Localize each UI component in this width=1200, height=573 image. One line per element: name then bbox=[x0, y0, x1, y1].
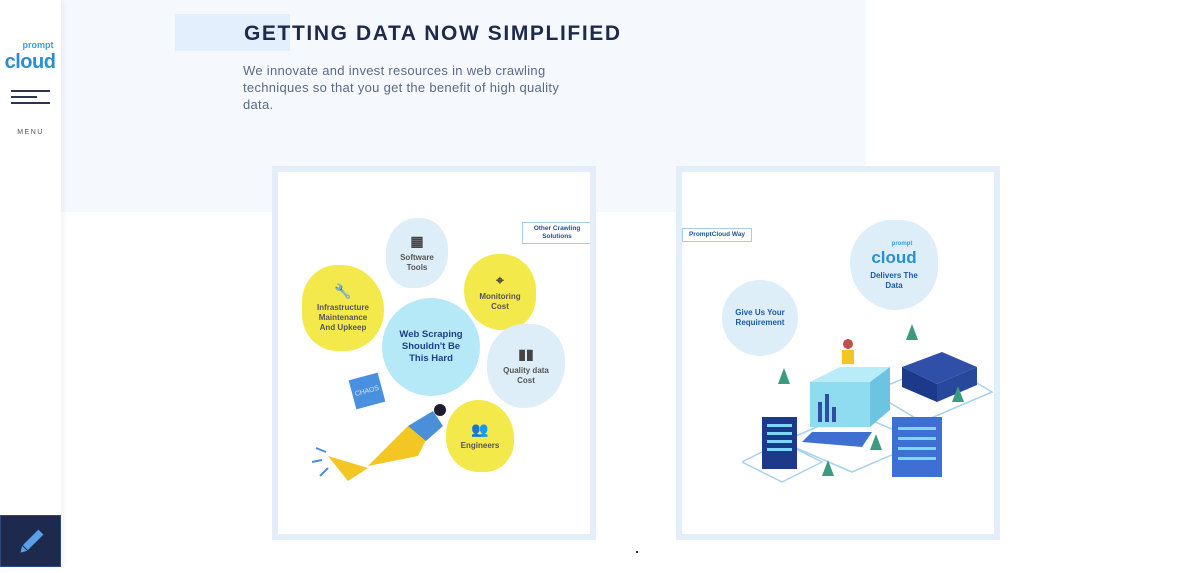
decorative-dot bbox=[636, 551, 638, 553]
promptcloud-way-card: PromptCloud Way prompt cloud Delivers Th… bbox=[676, 166, 1000, 540]
bubble-infrastructure: 🔧Infrastructure Maintenance And Upkeep bbox=[302, 265, 384, 351]
crosshair-icon: ⌖ bbox=[496, 272, 504, 288]
people-icon: 👥 bbox=[471, 421, 489, 437]
promptcloud-way-tag: PromptCloud Way bbox=[682, 228, 752, 242]
chip-icon: ▦ bbox=[410, 233, 424, 249]
tree-icon bbox=[822, 460, 834, 476]
bubble-delivers-data: prompt cloud Delivers The Data bbox=[850, 220, 938, 310]
other-crawling-solutions-tag: Other Crawling Solutions bbox=[522, 222, 590, 244]
menu-label[interactable]: MENU bbox=[17, 129, 44, 136]
hamburger-menu-icon[interactable] bbox=[11, 90, 50, 106]
isometric-buildings-illustration bbox=[742, 339, 994, 483]
bubble-monitoring-cost: ⌖Monitoring Cost bbox=[464, 254, 536, 330]
bubble-engineers: 👥Engineers bbox=[446, 400, 514, 472]
tree-icon bbox=[952, 386, 964, 402]
bubble-quality-data-cost: ▮▮Quality data Cost bbox=[487, 324, 565, 408]
bubble-give-requirement: Give Us Your Requirement bbox=[722, 280, 798, 356]
tree-icon bbox=[778, 368, 790, 384]
title-highlight bbox=[175, 14, 290, 51]
wrench-icon: 🔧 bbox=[334, 283, 352, 299]
page-title: GETTING DATA NOW SIMPLIFIED bbox=[244, 22, 622, 45]
falling-person-illustration bbox=[311, 404, 446, 481]
tree-icon bbox=[870, 434, 882, 450]
bubble-software-tools: ▦Software Tools bbox=[386, 218, 448, 288]
center-bubble: Web Scraping Shouldn't Be This Hard bbox=[382, 298, 480, 396]
promptcloud-logo: cloud bbox=[871, 247, 917, 267]
sidebar: prompt cloud MENU bbox=[0, 0, 61, 567]
promptcloud-logo[interactable]: prompt cloud bbox=[4, 40, 56, 73]
pencil-icon bbox=[20, 529, 44, 553]
bar-chart-icon: ▮▮ bbox=[518, 346, 534, 362]
other-solutions-card: Other Crawling Solutions ▦Software Tools… bbox=[272, 166, 596, 540]
hero-description: We innovate and invest resources in web … bbox=[243, 63, 560, 112]
tree-icon bbox=[906, 324, 918, 340]
edit-button[interactable] bbox=[0, 515, 61, 567]
